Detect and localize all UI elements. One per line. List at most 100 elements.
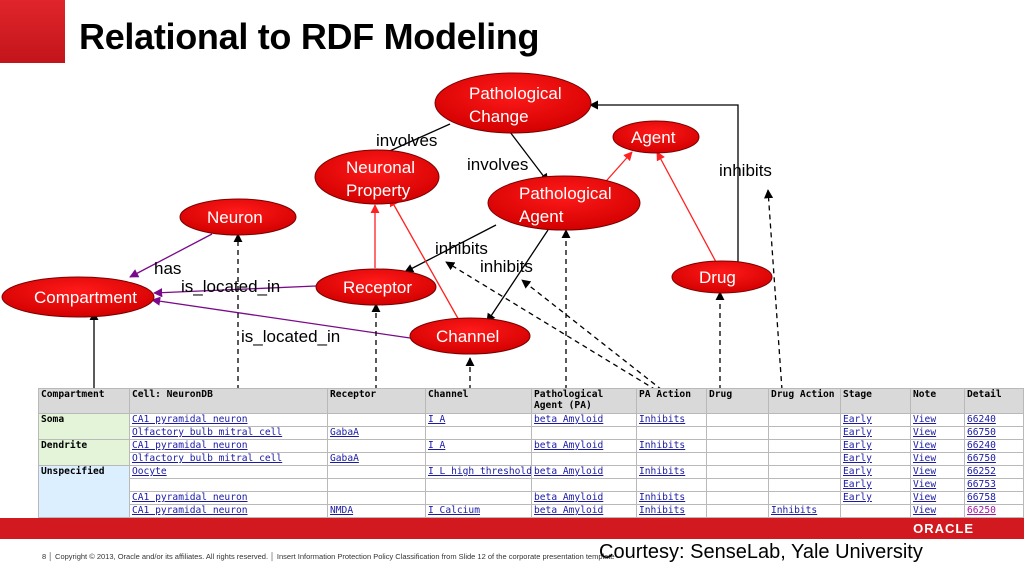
receptor-cell: GabaA [327,426,426,440]
cell-link[interactable]: CA1 pyramidal neuron [132,505,248,517]
stage-link[interactable]: Early [843,453,872,465]
pa-link[interactable]: beta Amyloid [534,505,604,517]
drug-action-cell: Inhibits [768,504,841,518]
receptor-cell [327,478,426,492]
cell-link[interactable]: CA1 pyramidal neuron [132,414,248,426]
drug-cell [706,413,769,427]
node-label-line: Neuron [207,208,263,227]
detail-link[interactable]: 66750 [967,427,996,439]
channel-link[interactable]: I A [428,440,446,452]
drug-cell [706,491,769,505]
receptor-link[interactable]: GabaA [330,453,359,465]
detail-cell: 66753 [964,478,1024,492]
stage-cell: Early [840,465,911,479]
detail-link[interactable]: 66240 [967,440,996,452]
channel-cell [425,491,532,505]
cell-link[interactable]: Oocyte [132,466,167,478]
receptor-link[interactable]: GabaA [330,427,359,439]
receptor-cell [327,439,426,453]
column-header: Detail [964,388,1024,414]
detail-link[interactable]: 66758 [967,492,996,504]
detail-link[interactable]: 66252 [967,466,996,478]
column-header: Drug [706,388,769,414]
note-cell: View [910,413,965,427]
title-accent-block [0,0,65,63]
detail-link[interactable]: 66250 [967,505,996,517]
edge-label-is-located-in: is_located_in [181,277,280,296]
drug-action-cell [768,478,841,492]
stage-link[interactable]: Early [843,479,872,491]
note-link[interactable]: View [913,453,937,465]
node-label-line: Pathological [519,184,612,203]
note-link[interactable]: View [913,479,937,491]
cell-link[interactable]: CA1 pyramidal neuron [132,440,248,452]
stage-link[interactable]: Early [843,466,872,478]
pa-link[interactable]: beta Amyloid [534,492,604,504]
detail-link[interactable]: 66750 [967,453,996,465]
footer-red-bar [0,518,1024,539]
channel-link[interactable]: I L high threshold [428,466,532,478]
cell-link[interactable]: Olfactory bulb mitral cell [132,427,283,439]
channel-cell: I Calcium [425,504,532,518]
table-header-row: Compartment Cell: NeuronDB Receptor Chan… [38,388,1024,414]
edge-has [129,233,213,278]
stage-link[interactable]: Early [843,492,872,504]
pa-link[interactable]: beta Amyloid [534,414,604,426]
pa-link[interactable]: beta Amyloid [534,440,604,452]
detail-link[interactable]: 66753 [967,479,996,491]
column-header: Receptor [327,388,426,414]
oracle-logo: ORACLE [913,521,974,536]
edge-inhibits-receptor [404,224,497,273]
pa-action-link[interactable]: Inhibits [639,414,686,426]
cell-link[interactable]: CA1 pyramidal neuron [132,492,248,504]
pa-cell: beta Amyloid [531,413,637,427]
edge-label-inhibits: inhibits [480,257,533,276]
pa-action-link[interactable]: Inhibits [639,440,686,452]
node-label-line: Agent [631,128,676,147]
note-link[interactable]: View [913,505,937,517]
note-link[interactable]: View [913,440,937,452]
table-row: Soma CA1 pyramidal neuron I A beta Amylo… [38,413,1024,440]
node-pathological-agent: Pathological Agent [487,175,641,231]
detail-link[interactable]: 66240 [967,414,996,426]
cell-cell: CA1 pyramidal neuron [129,439,328,453]
data-table: Compartment Cell: NeuronDB Receptor Chan… [38,388,1024,518]
note-cell: View [910,452,965,466]
note-link[interactable]: View [913,414,937,426]
stage-cell: Early [840,426,911,440]
pa-action-link[interactable]: Inhibits [639,492,686,504]
pa-action-link[interactable]: Inhibits [639,505,686,517]
note-cell: View [910,439,965,453]
receptor-link[interactable]: NMDA [330,505,354,517]
table-row: CA1 pyramidal neuron NMDA I Calcium beta… [39,504,1024,518]
pa-cell: beta Amyloid [531,439,637,453]
stage-link[interactable]: Early [843,440,872,452]
note-link[interactable]: View [913,466,937,478]
footer-divider: │ [270,552,277,561]
note-cell: View [910,426,965,440]
stage-link[interactable]: Early [843,414,872,426]
edge-involves-agent [509,131,549,183]
note-link[interactable]: View [913,427,937,439]
drug-action-link[interactable]: Inhibits [771,505,818,517]
channel-link[interactable]: I A [428,414,446,426]
pa-action-link[interactable]: Inhibits [639,466,686,478]
node-label-line: Pathological [469,84,562,103]
pa-link[interactable]: beta Amyloid [534,466,604,478]
node-label-line: Agent [519,207,564,226]
node-neuron: Neuron [179,198,297,236]
stage-cell: Early [840,439,911,453]
node-label-line: Change [469,107,529,126]
channel-link[interactable]: I Calcium [428,505,480,517]
drug-action-cell [768,426,841,440]
pa-action-cell: Inhibits [636,491,707,505]
note-link[interactable]: View [913,492,937,504]
drug-cell [706,426,769,440]
column-header: Stage [840,388,911,414]
cell-cell: Olfactory bulb mitral cell [129,452,328,466]
table-row: Dendrite CA1 pyramidal neuron I A beta A… [38,439,1024,466]
cell-link[interactable]: Olfactory bulb mitral cell [132,453,283,465]
edge-red-drug-agent [656,151,717,263]
channel-cell: I L high threshold [425,465,532,479]
stage-link[interactable]: Early [843,427,872,439]
